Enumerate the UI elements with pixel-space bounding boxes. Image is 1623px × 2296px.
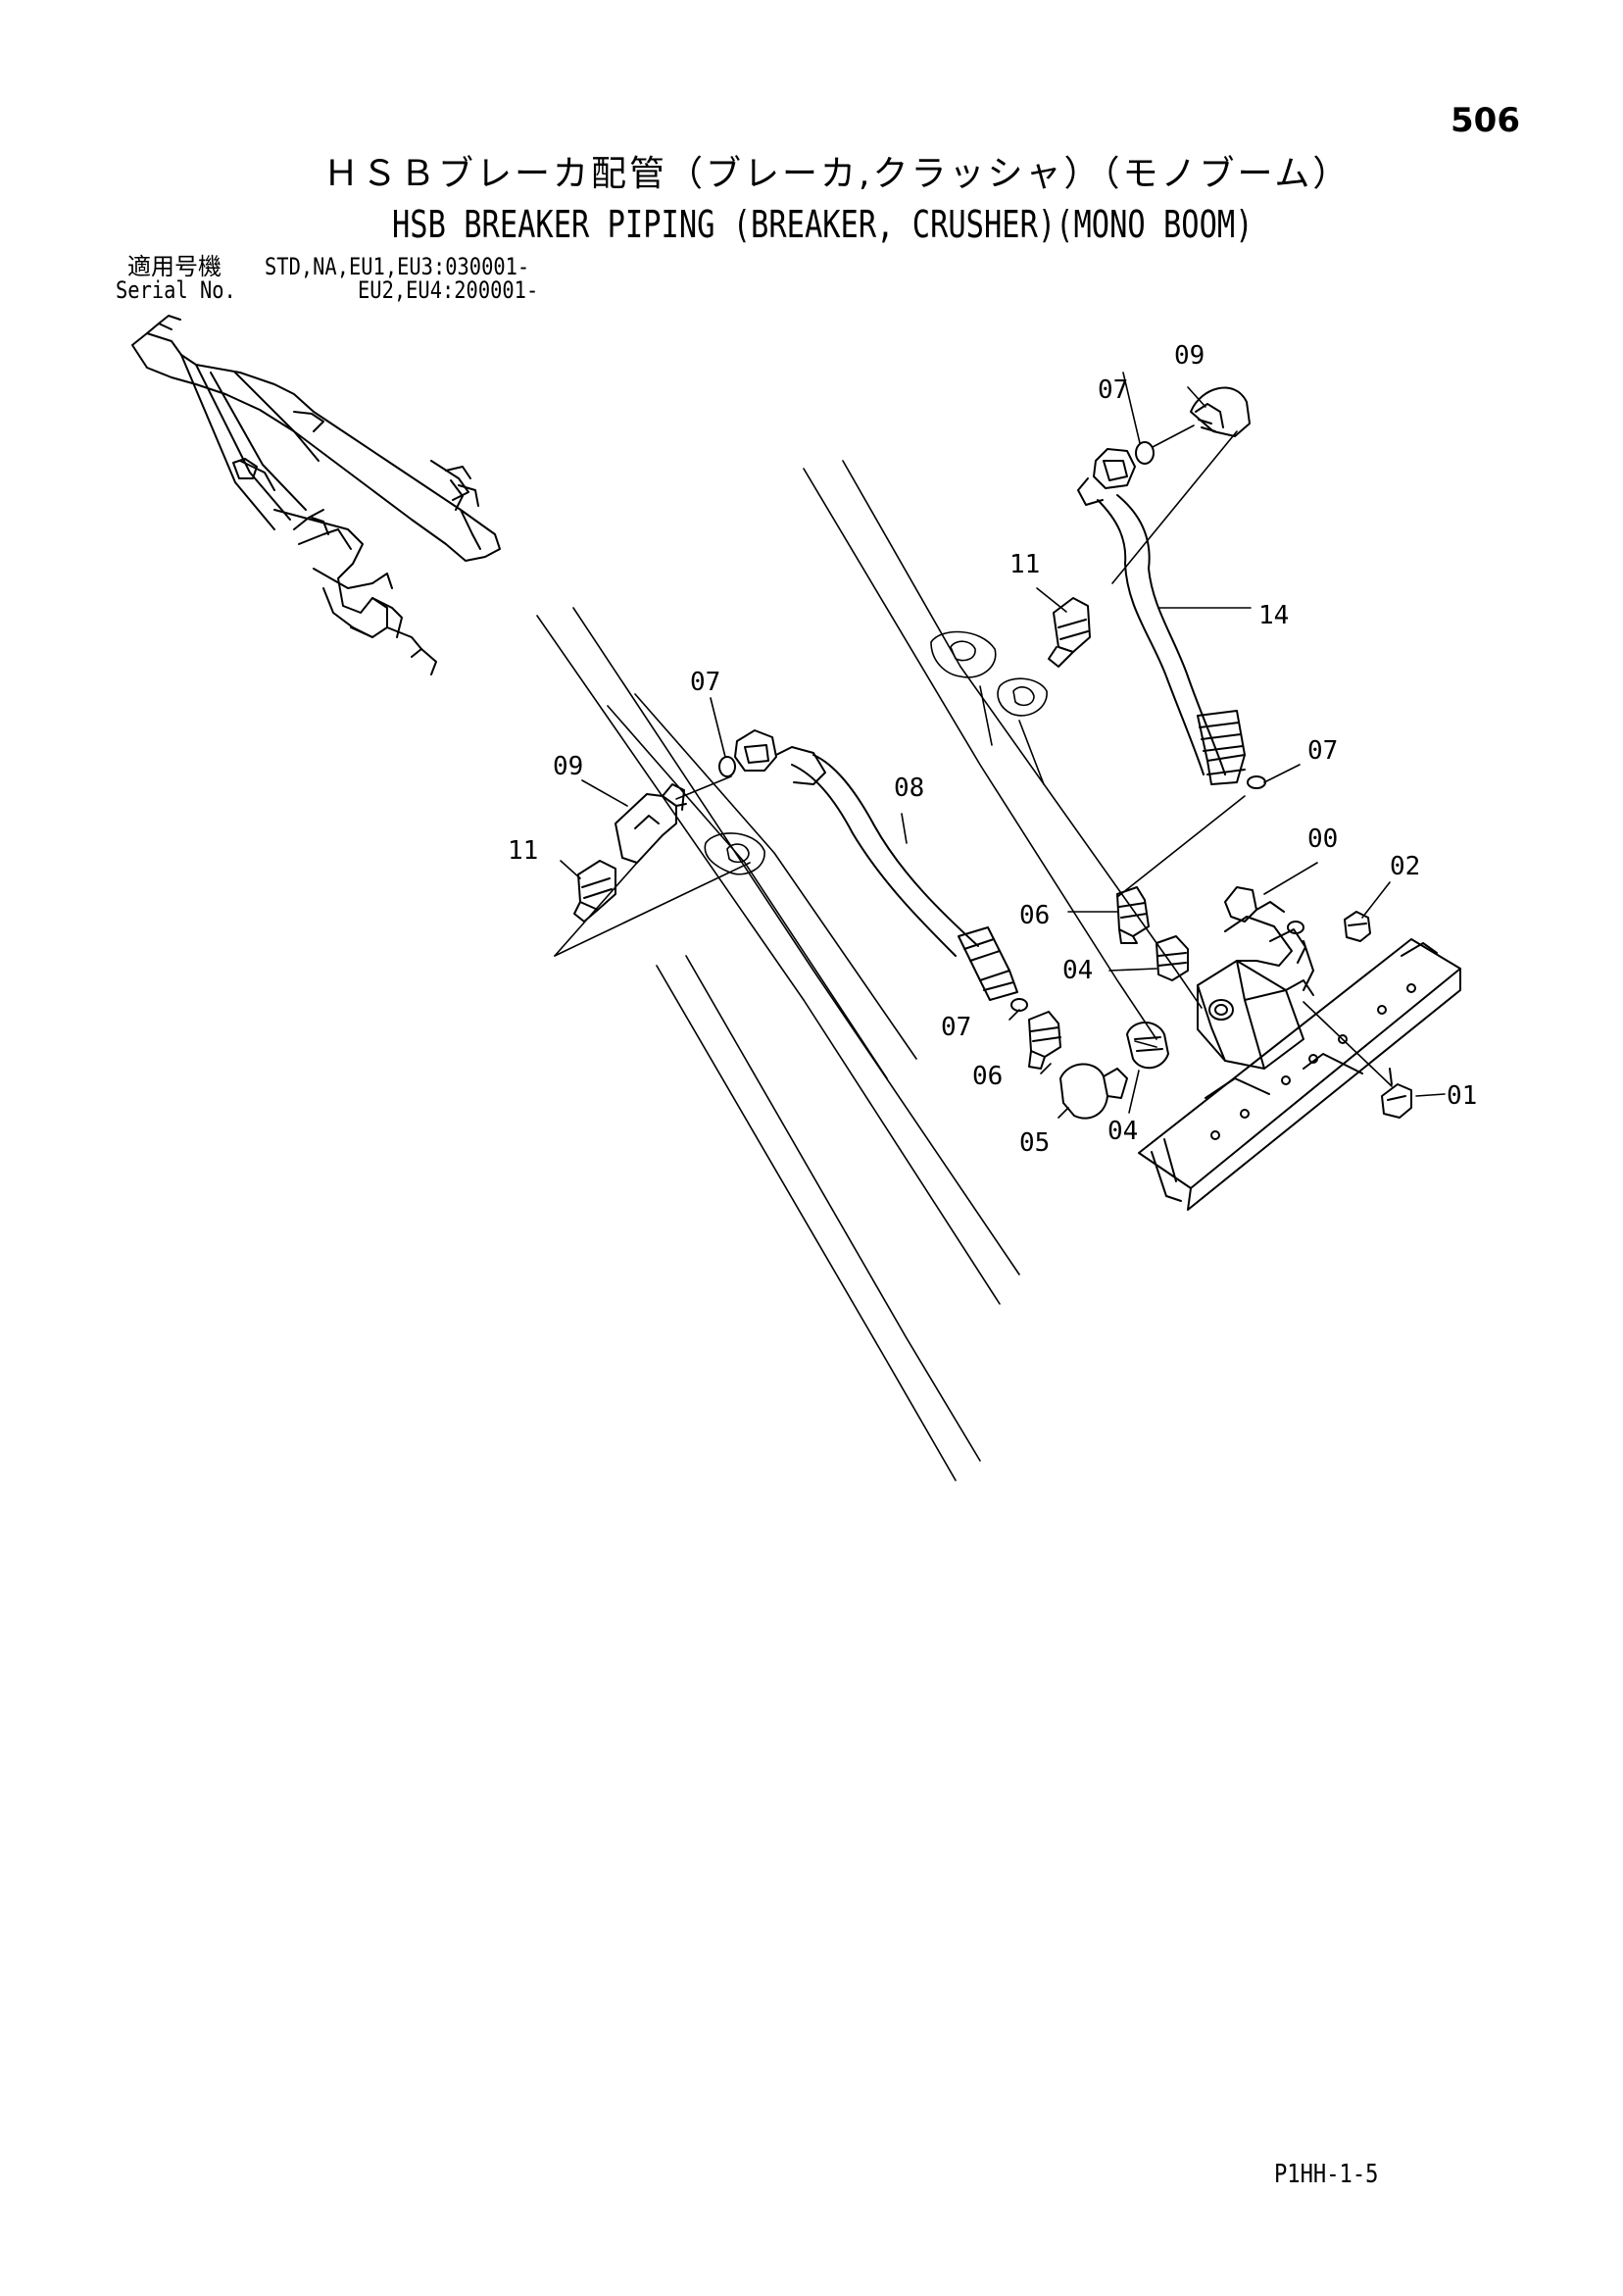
callout-02: 02 xyxy=(1390,852,1420,881)
callout-00: 00 xyxy=(1307,824,1338,854)
callout-05: 05 xyxy=(1019,1128,1050,1158)
callout-07-top: 07 xyxy=(1098,375,1128,405)
callout-04-lower: 04 xyxy=(1107,1117,1138,1146)
serial-value-secondary: EU2,EU4:200001- xyxy=(358,276,539,304)
callout-04-upper: 04 xyxy=(1062,956,1093,985)
serial-value-primary: STD,NA,EU1,EU3:030001- xyxy=(265,253,530,280)
callout-09-top: 09 xyxy=(1174,341,1205,371)
callout-07-lower: 07 xyxy=(941,1013,971,1042)
page-number: 506 xyxy=(1451,101,1520,140)
callout-09-left: 09 xyxy=(553,752,583,781)
callout-07-right: 07 xyxy=(1307,736,1338,766)
valve-block-assembly xyxy=(1116,886,1461,1211)
lower-hose-assembly xyxy=(573,729,1128,1120)
drawing-code: P1HH-1-5 xyxy=(1274,2160,1379,2189)
callout-06-upper: 06 xyxy=(1019,901,1050,930)
boom-outline xyxy=(536,460,1203,1481)
serial-label-english: Serial No. xyxy=(116,276,236,304)
callout-11-left: 11 xyxy=(508,836,538,866)
upper-hose-assembly xyxy=(1048,386,1266,789)
callout-07-left: 07 xyxy=(690,668,720,697)
callout-08: 08 xyxy=(894,774,924,803)
callout-01: 01 xyxy=(1447,1081,1477,1111)
callout-11-top: 11 xyxy=(1009,550,1040,579)
serial-label-japanese: 適用号機 xyxy=(127,253,221,280)
title-english: HSB BREAKER PIPING (BREAKER, CRUSHER)(MO… xyxy=(392,203,1254,246)
callout-labels: 09 07 11 14 07 07 09 08 00 02 11 06 04 0… xyxy=(508,341,1477,1158)
excavator-overview-drawing xyxy=(131,315,501,675)
callout-14: 14 xyxy=(1258,601,1289,630)
callout-06-lower: 06 xyxy=(972,1062,1003,1091)
leader-lines xyxy=(554,372,1446,1119)
title-japanese: ＨＳＢブレーカ配管（ブレーカ,クラッシャ）（モノブーム） xyxy=(323,154,1352,194)
